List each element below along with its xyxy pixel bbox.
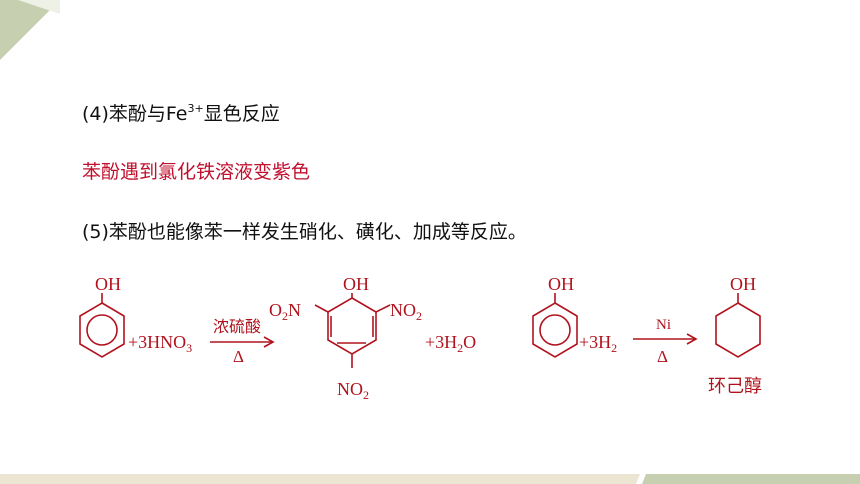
hydrogen-label: +3H2 [579, 332, 617, 355]
phenol-oh-label-2: OH [548, 274, 574, 294]
cyclohexanol-oh-label: OH [730, 274, 756, 294]
cyclohexanol-name: 环己醇 [708, 376, 762, 396]
water-label: +3H2O [425, 332, 476, 355]
benzene-ring [532, 302, 578, 358]
section-4-answer: 苯酚遇到氯化铁溶液变紫色 [82, 161, 311, 183]
bottom-decoration [0, 474, 860, 484]
no2-bottom-label: NO2 [337, 379, 369, 402]
condition-sulfuric-acid: 浓硫酸 [213, 318, 261, 336]
picric-acid-ring [327, 297, 377, 355]
condition-nickel: Ni [656, 317, 671, 333]
benzene-ring [79, 302, 125, 358]
product-oh-label: OH [343, 274, 369, 294]
section-5-heading: (5)苯酚也能像苯一样发生硝化、磺化、加成等反应。 [82, 221, 527, 243]
condition-heat-2: Δ [657, 347, 668, 366]
condition-heat: Δ [233, 347, 244, 366]
no2-right-label: NO2 [390, 300, 422, 323]
o2n-label: O2N [269, 300, 301, 323]
cyclohexane-ring [715, 302, 761, 358]
section-4-heading: (4)苯酚与Fe3+显色反应 [82, 102, 280, 125]
corner-decoration [0, 0, 60, 60]
nitric-acid-label: +3HNO3 [128, 332, 192, 355]
phenol-oh-label: OH [95, 274, 121, 294]
